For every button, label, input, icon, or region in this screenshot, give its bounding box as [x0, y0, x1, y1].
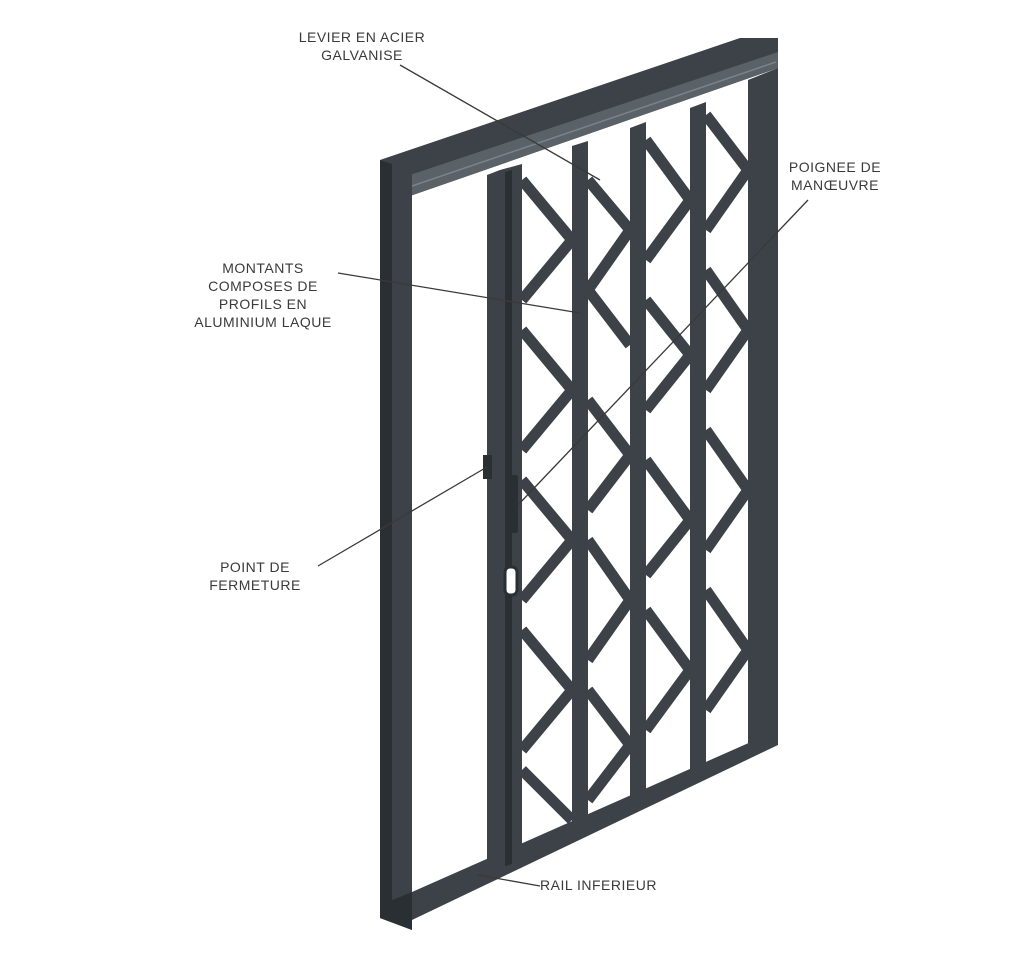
leader-levier: [399, 64, 601, 181]
leader-rail: [477, 874, 541, 887]
label-point: POINT DE FERMETURE: [209, 559, 301, 593]
label-rail: RAIL INFERIEUR: [540, 877, 657, 893]
leader-montants: [337, 272, 581, 314]
leader-point: [317, 466, 488, 567]
bottom-rail: [412, 730, 778, 920]
handle: [508, 475, 518, 533]
lock-cylinder: [503, 565, 519, 597]
galvanized-levers: [517, 111, 755, 824]
grille-drawing: [317, 38, 809, 930]
label-montants: MONTANTS COMPOSES DE PROFILS EN ALUMINIU…: [194, 260, 332, 330]
vertical-profiles: [572, 102, 706, 824]
leader-poignee: [517, 199, 809, 506]
label-poignee: POIGNEE DE MANŒUVRE: [788, 159, 882, 193]
leader-lines: [317, 64, 809, 887]
closure-point: [483, 455, 492, 479]
fixed-panel-post: [487, 170, 500, 884]
label-levier: LEVIER EN ACIER GALVANISE: [298, 29, 426, 63]
